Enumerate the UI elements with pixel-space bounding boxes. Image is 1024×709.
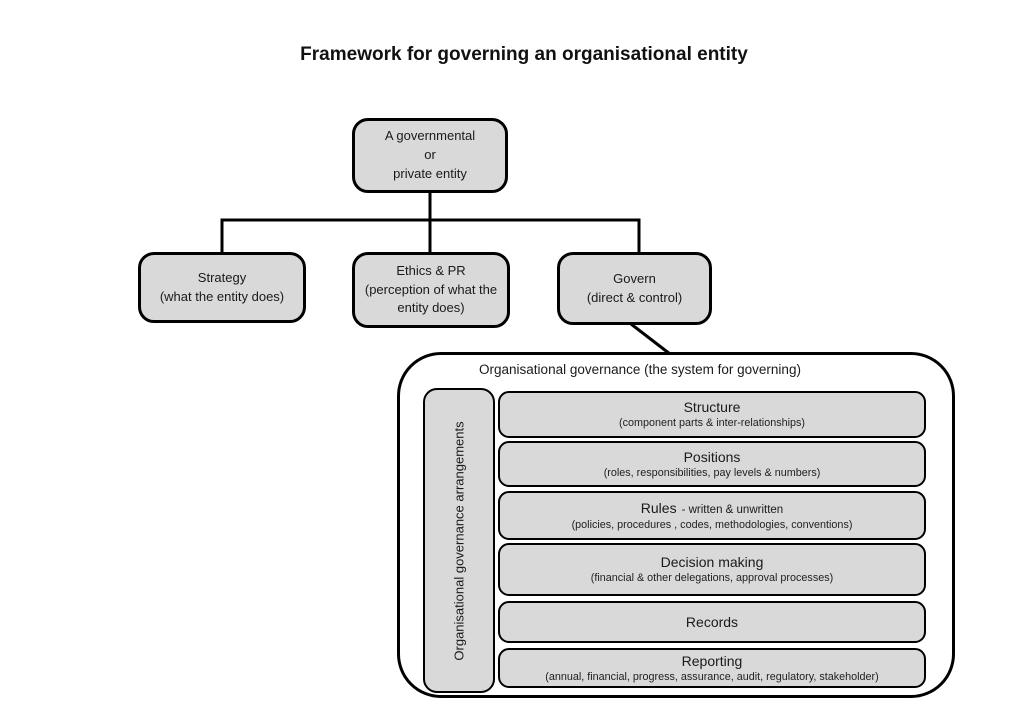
row-reporting: Reporting (annual, financial, progress, … bbox=[498, 648, 926, 688]
node-govern-subtitle: (direct & control) bbox=[586, 289, 683, 305]
node-entity-line1: A governmental bbox=[384, 128, 476, 144]
row-decision-making-subtitle: (financial & other delegations, approval… bbox=[590, 572, 834, 585]
governance-side-label: Organisational governance arrangements bbox=[451, 420, 467, 661]
node-strategy-subtitle: (what the entity does) bbox=[159, 288, 285, 304]
row-rules-title-suffix: - written & unwritten bbox=[681, 503, 784, 516]
diagram-title: Framework for governing an organisationa… bbox=[300, 44, 748, 65]
row-records-title-text: Records bbox=[685, 613, 739, 630]
governance-side-label-box: Organisational governance arrangements bbox=[423, 388, 495, 693]
row-structure-title: Structure bbox=[684, 398, 741, 416]
governance-container: Organisational governance (the system fo… bbox=[397, 352, 955, 698]
row-records: Records bbox=[498, 601, 926, 643]
row-records-title: Records bbox=[686, 613, 738, 631]
row-decision-making: Decision making (financial & other deleg… bbox=[498, 543, 926, 596]
row-reporting-title-text: Reporting bbox=[681, 652, 743, 669]
node-ethics-pr: Ethics & PR (perception of what the enti… bbox=[352, 252, 510, 328]
node-govern: Govern (direct & control) bbox=[557, 252, 712, 325]
row-positions: Positions (roles, responsibilities, pay … bbox=[498, 441, 926, 487]
node-ethics-pr-title: Ethics & PR bbox=[396, 262, 466, 278]
row-positions-title-text: Positions bbox=[683, 448, 741, 465]
row-rules-subtitle: (policies, procedures , codes, methodolo… bbox=[571, 518, 853, 531]
row-structure-title-text: Structure bbox=[683, 399, 741, 416]
node-ethics-pr-subtitle: (perception of what the entity does) bbox=[364, 281, 498, 316]
row-structure: Structure (component parts & inter-relat… bbox=[498, 391, 926, 438]
row-rules-title: Rules - written & unwritten bbox=[641, 499, 783, 518]
row-reporting-subtitle: (annual, financial, progress, assurance,… bbox=[545, 670, 879, 683]
row-decision-making-title: Decision making bbox=[661, 553, 764, 571]
row-structure-subtitle: (component parts & inter-relationships) bbox=[618, 417, 806, 430]
governance-header: Organisational governance (the system fo… bbox=[479, 362, 801, 377]
node-strategy: Strategy (what the entity does) bbox=[138, 252, 306, 323]
governance-rows: Structure (component parts & inter-relat… bbox=[498, 391, 926, 688]
row-rules: Rules - written & unwritten (policies, pr… bbox=[498, 491, 926, 540]
node-entity: A governmental or private entity bbox=[352, 118, 508, 193]
row-rules-title-text: Rules bbox=[640, 499, 677, 516]
connector-line-govern-to-container bbox=[630, 322, 671, 356]
node-govern-title: Govern bbox=[613, 270, 656, 286]
row-positions-title: Positions bbox=[684, 448, 741, 466]
node-entity-line3: private entity bbox=[393, 165, 467, 181]
row-positions-subtitle: (roles, responsibilities, pay levels & n… bbox=[603, 466, 821, 479]
node-entity-line2: or bbox=[424, 147, 436, 163]
row-reporting-title: Reporting bbox=[682, 652, 743, 670]
row-decision-making-title-text: Decision making bbox=[660, 554, 764, 571]
node-strategy-title: Strategy bbox=[197, 269, 247, 285]
